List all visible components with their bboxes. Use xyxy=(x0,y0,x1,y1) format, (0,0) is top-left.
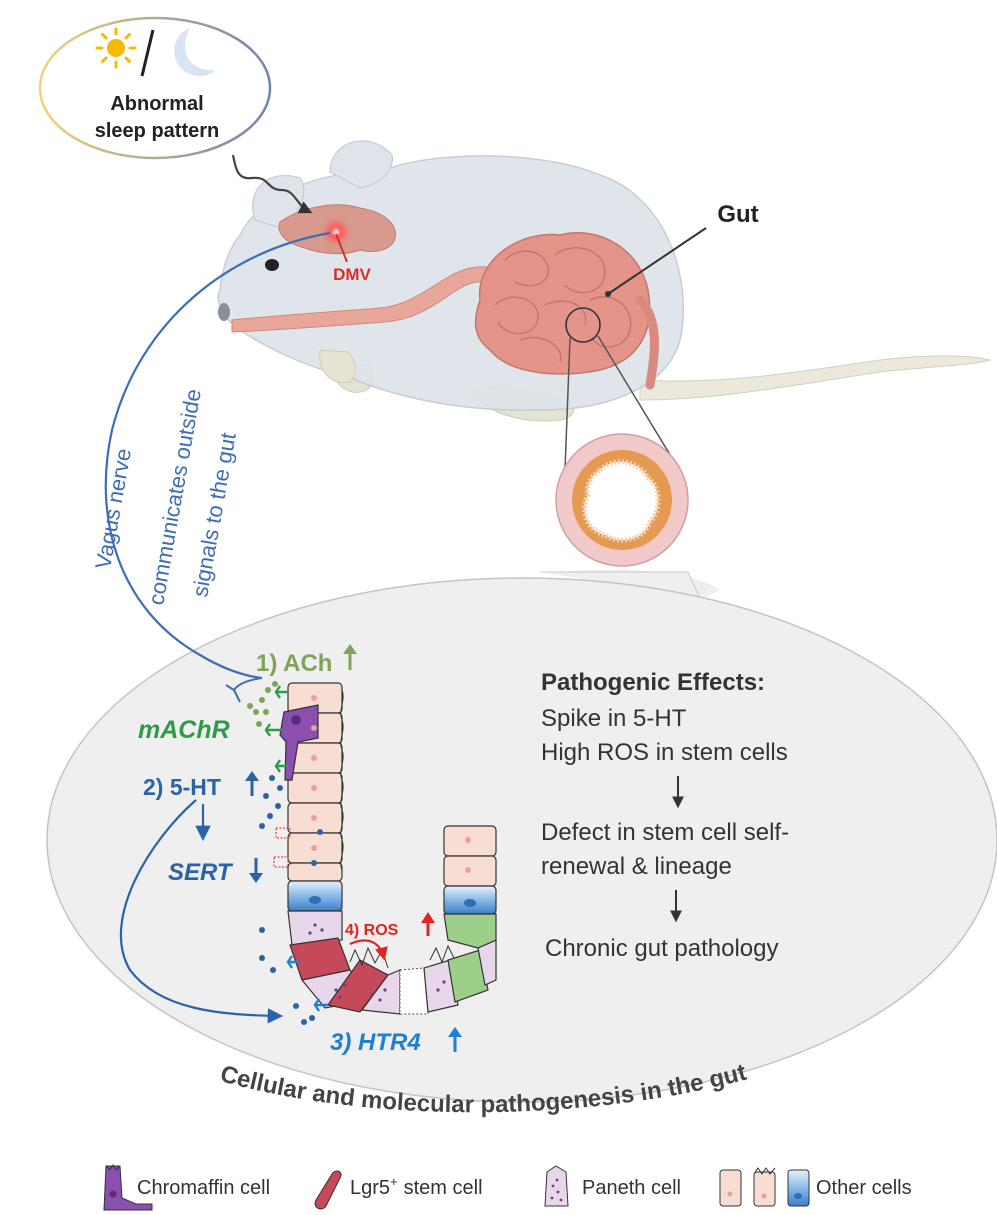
lgr5-legend-icon xyxy=(314,1170,342,1210)
serotonin-to-htr4-arrow xyxy=(119,799,284,1024)
step-ros: 4) ROS xyxy=(345,922,399,939)
other-cells-legend-icons xyxy=(719,1167,810,1207)
legend-lgr5: Lgr5+stem cell xyxy=(350,1174,483,1199)
sert-label: SERT xyxy=(168,859,234,886)
machr-label: mAChR xyxy=(138,716,230,744)
slash-divider xyxy=(140,29,155,77)
ach-up-arrow xyxy=(343,644,357,670)
serotonin-up-arrow xyxy=(245,771,259,796)
legend-chromaffin: Chromaffin cell xyxy=(137,1177,270,1199)
ros-up-arrow xyxy=(421,912,435,936)
sert-down-arrow xyxy=(249,858,263,883)
pathogenic-line-5: Chronic gut pathology xyxy=(545,935,778,962)
chromaffin-cell xyxy=(279,704,319,781)
sleep-signal-arrow xyxy=(231,154,313,214)
vagus-line-1: Vagus nerve xyxy=(90,446,136,570)
legend-paneth: Paneth cell xyxy=(582,1177,681,1199)
ros-arrow xyxy=(349,939,388,961)
serotonin-molecules xyxy=(259,775,323,1025)
gut-pointer xyxy=(607,227,707,295)
step-htr4: 3) HTR4 xyxy=(330,1029,421,1056)
machr-receptors xyxy=(264,685,288,773)
pathogenic-line-1: Spike in 5-HT xyxy=(541,705,687,732)
moon-icon xyxy=(174,28,215,77)
vagus-nerve-path xyxy=(104,231,331,680)
gut-label: Gut xyxy=(717,201,758,228)
pathogenic-line-4: renewal & lineage xyxy=(541,853,732,880)
step-serotonin: 2) 5-HT xyxy=(143,774,221,800)
chromaffin-legend-icon xyxy=(103,1164,153,1211)
dmv-label: DMV xyxy=(333,265,371,284)
pathogenic-line-2: High ROS in stem cells xyxy=(541,739,788,766)
intestinal-crypt xyxy=(264,682,497,1015)
legend: Chromaffin cell Lgr5+stem cell Paneth ce… xyxy=(103,1164,912,1211)
sleep-line-1: Abnormal xyxy=(110,93,203,115)
ach-molecules xyxy=(247,681,278,727)
htr4-up-arrow xyxy=(448,1027,462,1052)
vagus-line-3: signals to the gut xyxy=(187,431,241,599)
htr4-receptors xyxy=(286,955,328,1012)
dmv-marker xyxy=(322,218,350,246)
pathogenic-title: Pathogenic Effects: xyxy=(541,669,765,696)
pathogenic-line-3: Defect in stem cell self- xyxy=(541,819,789,846)
sleep-bubble: Abnormal sleep pattern xyxy=(38,16,272,160)
sun-icon xyxy=(95,27,137,69)
legend-other: Other cells xyxy=(816,1177,912,1199)
pathogenesis-panel xyxy=(46,569,997,1103)
gut-intestines xyxy=(474,232,659,390)
mouse-illustration xyxy=(217,140,992,422)
paneth-legend-icon xyxy=(544,1165,569,1207)
gut-zoom xyxy=(555,307,689,567)
sleep-line-2: sleep pattern xyxy=(95,120,219,142)
step-ach: 1) ACh xyxy=(256,650,332,677)
pathogenic-effects: Pathogenic Effects: Spike in 5-HT High R… xyxy=(541,669,789,962)
